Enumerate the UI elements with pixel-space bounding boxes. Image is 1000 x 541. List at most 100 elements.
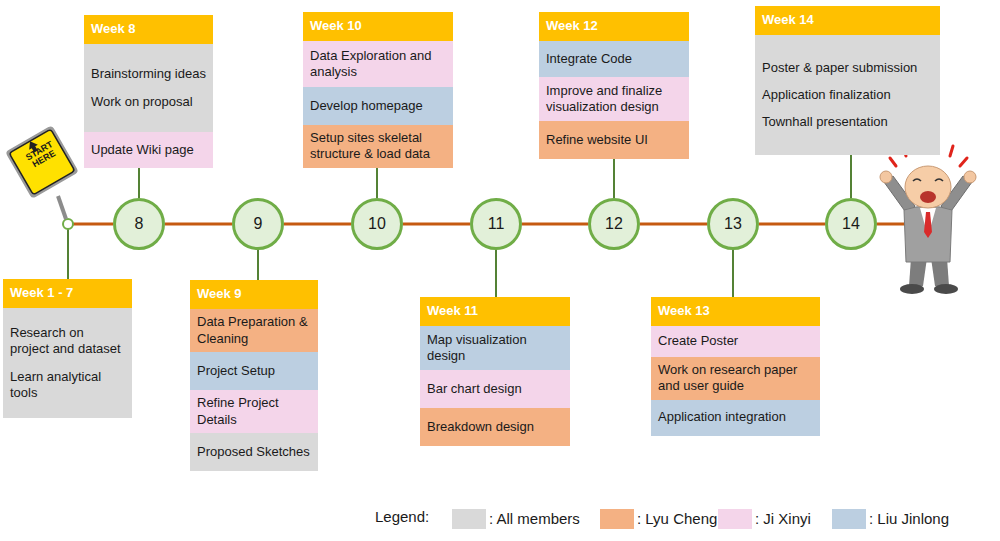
task-band: Proposed Sketches	[190, 433, 318, 471]
task-band: Data Exploration and analysis	[303, 41, 453, 87]
task-text: Proposed Sketches	[197, 444, 311, 460]
task-band: Improve and finalize visualization desig…	[539, 77, 689, 121]
task-text: Research on project and dataset	[10, 325, 125, 358]
circle-outline	[351, 198, 403, 250]
connector-line	[850, 155, 852, 198]
week-heading: Week 10	[303, 12, 453, 41]
task-band: Brainstorming ideasWork on proposal	[84, 44, 213, 132]
week-card: Week 9Data Preparation & CleaningProject…	[190, 280, 318, 471]
task-text: Breakdown design	[427, 419, 563, 435]
week-card: Week 10 Data Exploration and analysisDeve…	[303, 12, 453, 168]
task-text: Integrate Code	[546, 51, 682, 67]
week-card: Week 8Brainstorming ideasWork on proposa…	[84, 15, 213, 168]
task-text: Application integration	[658, 409, 813, 425]
circle-shape	[353, 200, 402, 249]
task-band: Bar chart design	[420, 370, 570, 408]
cheering-man	[880, 142, 976, 294]
task-band: Integrate Code	[539, 41, 689, 77]
task-band: Breakdown design	[420, 408, 570, 446]
timeline-line	[284, 223, 351, 226]
connector-line	[613, 159, 615, 198]
week-heading: Week 13	[651, 297, 820, 326]
week-number: 11	[470, 198, 522, 250]
task-text: Improve and finalize visualization desig…	[546, 83, 682, 116]
week-heading: Week 14	[755, 6, 940, 35]
week-circle: 13	[707, 198, 759, 250]
task-band: Application integration	[651, 400, 820, 436]
week-heading: Week 12	[539, 12, 689, 41]
legend-swatch	[832, 509, 866, 529]
week-number: 13	[707, 198, 759, 250]
legend-text: : Ji Xinyi	[755, 510, 811, 527]
task-band: Project Setup	[190, 352, 318, 390]
task-text: Update Wiki page	[91, 142, 206, 158]
sign-text: START HERE	[19, 137, 65, 174]
task-band: Research on project and datasetLearn ana…	[3, 308, 132, 418]
connector-line	[732, 250, 734, 297]
week-heading: Week 8	[84, 15, 213, 44]
task-band: Refine Project Details	[190, 390, 318, 433]
connector-line	[257, 250, 259, 280]
task-text: Townhall presentation	[762, 114, 933, 130]
week-number: 8	[113, 198, 165, 250]
timeline-line	[73, 223, 113, 226]
sign-pole	[58, 196, 66, 219]
legend-swatch	[600, 509, 634, 529]
timeline-line	[522, 223, 588, 226]
timeline-line	[640, 223, 707, 226]
week-card: Week 11Map visualization designBar chart…	[420, 297, 570, 446]
week-heading: Week 9	[190, 280, 318, 309]
task-text: Work on research paper and user guide	[658, 362, 813, 395]
connector-line	[138, 168, 140, 198]
task-text: Application finalization	[762, 87, 933, 103]
week-card: Week 13 Create PosterWork on research pap…	[651, 297, 820, 436]
task-band: Map visualization design	[420, 326, 570, 370]
week-card: Week 1 - 7Research on project and datase…	[3, 279, 132, 418]
circle-outline	[588, 198, 640, 250]
task-text: Refine Project Details	[197, 395, 311, 428]
task-band: Develop homepage	[303, 87, 453, 125]
legend-title: Legend:	[375, 509, 445, 525]
task-band: Poster & paper submissionApplication fin…	[755, 35, 940, 155]
start-dot	[63, 219, 73, 229]
circle-outline	[232, 198, 284, 250]
week-circle: 9	[232, 198, 284, 250]
task-text: Bar chart design	[427, 381, 563, 397]
task-text: Data Exploration and analysis	[310, 48, 446, 81]
legend-swatch	[452, 509, 486, 529]
week-circle: 10	[351, 198, 403, 250]
circle-outline	[825, 198, 877, 250]
connector-line	[376, 168, 378, 199]
task-text: Poster & paper submission	[762, 60, 933, 76]
task-text: Refine website UI	[546, 132, 682, 148]
task-band: Setup sites skeletal structure & load da…	[303, 125, 453, 168]
circle-shape	[709, 200, 758, 249]
circle-outline	[707, 198, 759, 250]
week-number: 14	[825, 198, 877, 250]
task-text: Setup sites skeletal structure & load da…	[310, 130, 446, 163]
task-text: Develop homepage	[310, 98, 446, 114]
task-text: Brainstorming ideas	[91, 66, 206, 82]
circle-outline	[470, 198, 522, 250]
task-text: Learn analytical tools	[10, 369, 125, 402]
week-circle: 11	[470, 198, 522, 250]
task-text: Project Setup	[197, 363, 311, 379]
timeline-line	[759, 223, 825, 226]
task-band: Update Wiki page	[84, 132, 213, 168]
week-number: 12	[588, 198, 640, 250]
circle-shape	[115, 200, 164, 249]
start-sign	[0, 115, 89, 209]
week-number: 10	[351, 198, 403, 250]
week-circle: 14	[825, 198, 877, 250]
circle-shape	[472, 200, 521, 249]
connector-line	[495, 250, 497, 297]
week-heading: Week 1 - 7	[3, 279, 132, 308]
week-heading: Week 11	[420, 297, 570, 326]
task-band: Create Poster	[651, 326, 820, 357]
task-text: Create Poster	[658, 333, 813, 349]
connector-line	[67, 229, 69, 279]
